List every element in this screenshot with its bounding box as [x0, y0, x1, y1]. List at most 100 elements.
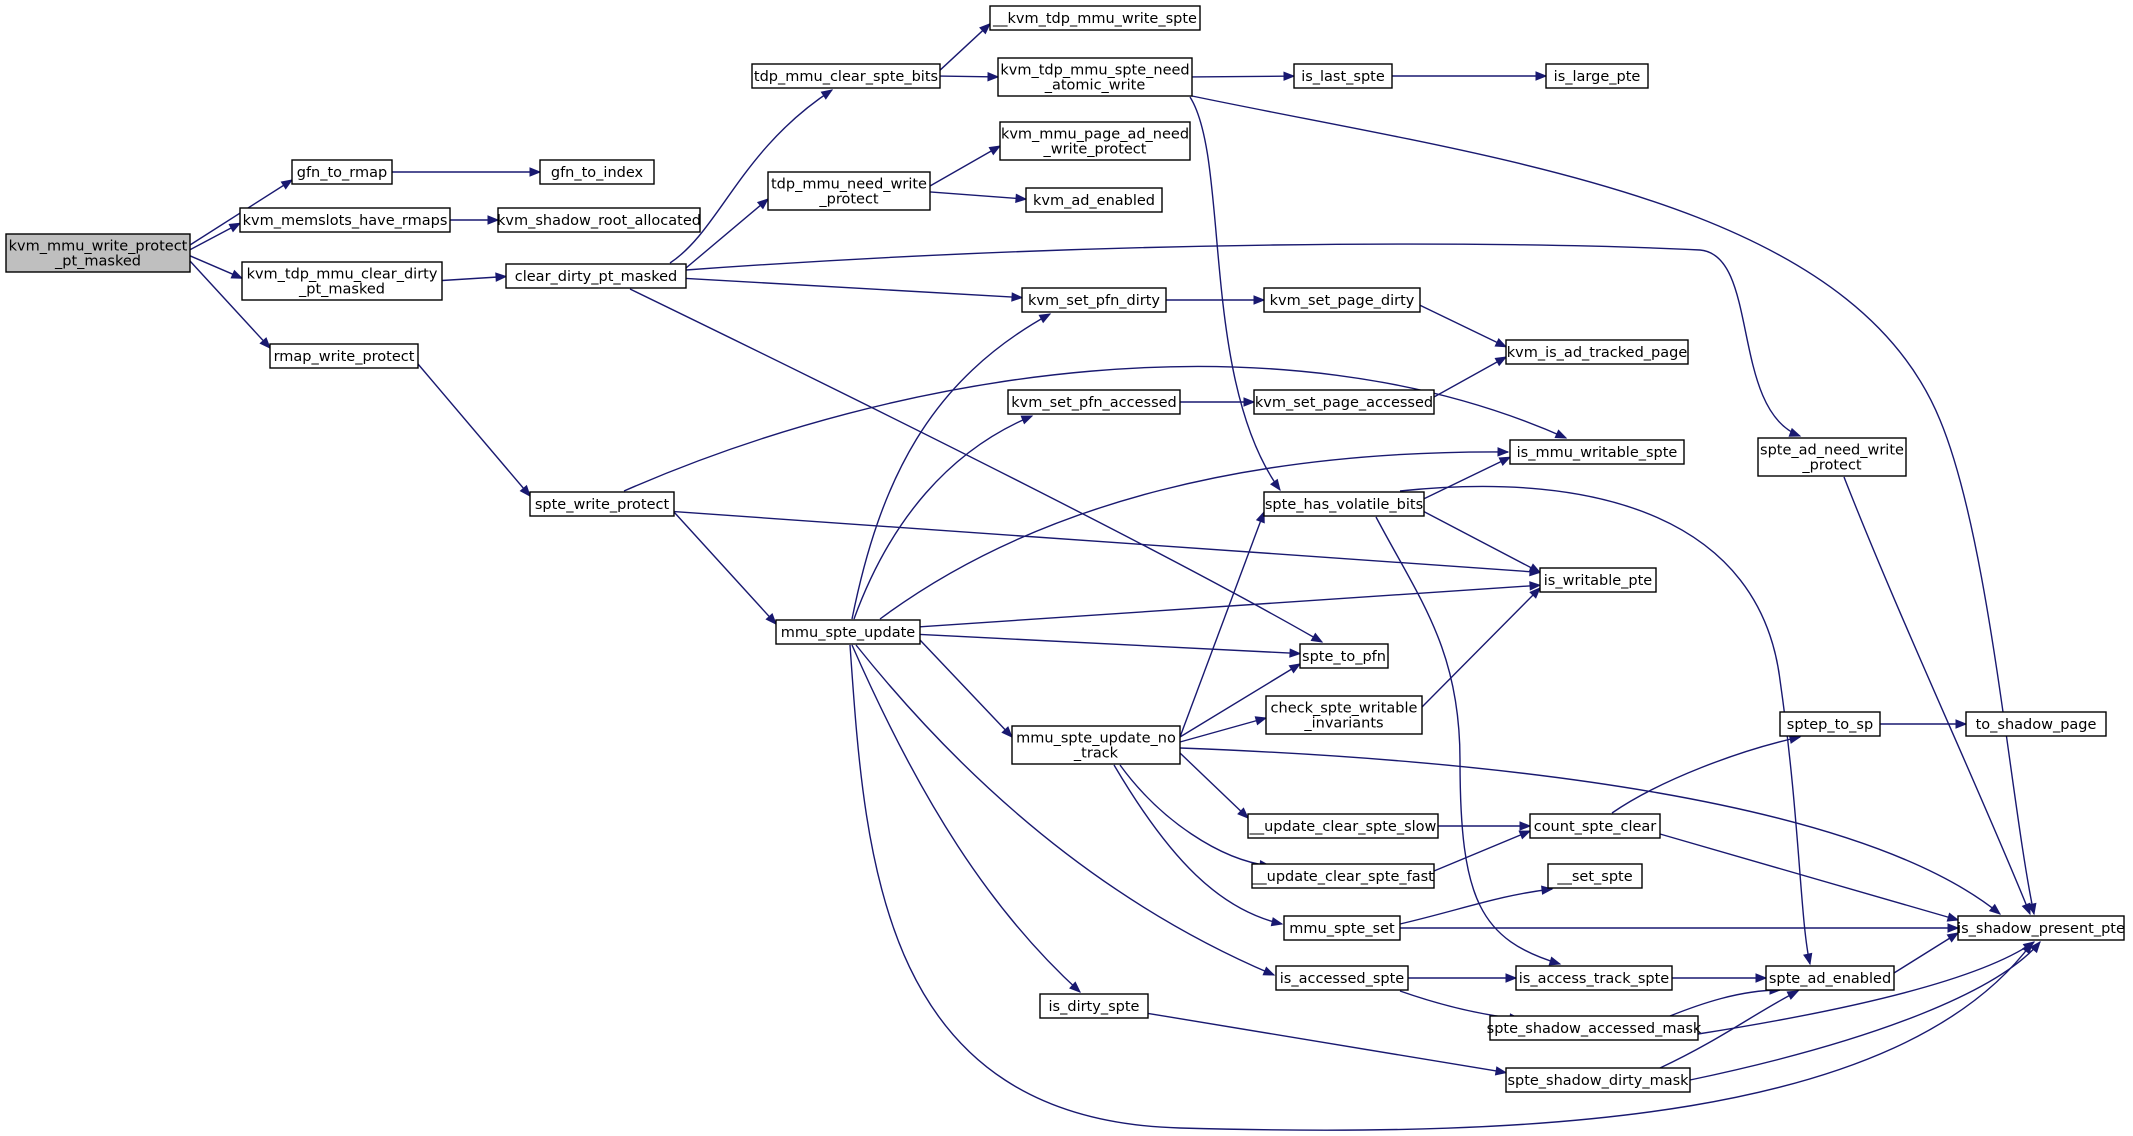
node-box[interactable] — [1251, 863, 1435, 889]
node-spte-ad-enabled[interactable]: spte_ad_enabled — [1765, 965, 1895, 991]
node-label: _write_protect — [1043, 142, 1147, 158]
node-box[interactable] — [1509, 439, 1685, 465]
node-is-writable-pte[interactable]: is_writable_pte — [1539, 567, 1657, 593]
node-box[interactable] — [1545, 63, 1649, 89]
node-is-last-spte[interactable]: is_last_spte — [1293, 63, 1393, 89]
node-box[interactable] — [1779, 711, 1881, 737]
edge-mmu_spte_update_no_track-to-spte_has_volatile_bits — [1179, 510, 1265, 738]
node-mmu-spte-update[interactable]: mmu_spte_update — [775, 619, 921, 645]
node-label: check_spte_writable — [1271, 701, 1418, 717]
node-kvm-set-page-accessed[interactable]: kvm_set_page_accessed — [1253, 389, 1435, 415]
node-is-accessed-spte[interactable]: is_accessed_spte — [1275, 965, 1409, 991]
node-tdp-mmu-need-write-protect[interactable]: tdp_mmu_need_write_protect — [767, 171, 931, 211]
node-box[interactable] — [1007, 389, 1181, 415]
node-box[interactable] — [767, 171, 931, 211]
node-box[interactable] — [1263, 491, 1425, 517]
node-is-mmu-writable-spte[interactable]: is_mmu_writable_spte — [1509, 439, 1685, 465]
node-kvm-set-pfn-accessed[interactable]: kvm_set_pfn_accessed — [1007, 389, 1181, 415]
node-box[interactable] — [1283, 915, 1401, 941]
node-box[interactable] — [1765, 965, 1895, 991]
arrowhead-icon — [1494, 337, 1508, 348]
edge-clear_dirty_pt_masked-to-spte_to_pfn — [629, 288, 1324, 643]
node-kvm-set-page-dirty[interactable]: kvm_set_page_dirty — [1263, 287, 1421, 313]
node-box[interactable] — [1011, 725, 1181, 765]
edge-clear_dirty_pt_masked-to-tdp_mmu_need_write_protect — [685, 198, 770, 269]
node-box[interactable] — [529, 491, 675, 517]
node-box[interactable] — [1547, 863, 1643, 889]
node-kvm-is-ad-tracked-page[interactable]: kvm_is_ad_tracked_page — [1505, 339, 1689, 365]
edge-kvm_set_pfn_accessed-to-kvm_set_page_accessed — [1180, 397, 1256, 407]
node-clear-dirty-pt-masked[interactable]: clear_dirty_pt_masked — [505, 263, 687, 289]
node-spte-to-pfn[interactable]: spte_to_pfn — [1299, 643, 1389, 669]
node-label: rmap_write_protect — [274, 349, 415, 365]
node-kvm-set-pfn-dirty[interactable]: kvm_set_pfn_dirty — [1021, 287, 1167, 313]
arrowhead-icon — [1262, 966, 1276, 976]
node-is-access-track-spte[interactable]: is_access_track_spte — [1515, 965, 1673, 991]
node---update-clear-spte-slow[interactable]: __update_clear_spte_slow — [1247, 813, 1439, 839]
node-is-large-pte[interactable]: is_large_pte — [1545, 63, 1649, 89]
node---set-spte[interactable]: __set_spte — [1547, 863, 1643, 889]
node-box[interactable] — [539, 159, 655, 185]
node-box[interactable] — [505, 263, 687, 289]
edge-sptep_to_sp-to-to_shadow_page — [1880, 719, 1968, 729]
node-box[interactable] — [1293, 63, 1393, 89]
node-box[interactable] — [1299, 643, 1389, 669]
node-box[interactable] — [1247, 813, 1439, 839]
node-box[interactable] — [1515, 965, 1673, 991]
node-to-shadow-page[interactable]: to_shadow_page — [1965, 711, 2107, 737]
node-box[interactable] — [1505, 1067, 1691, 1093]
node-gfn-to-index[interactable]: gfn_to_index — [539, 159, 655, 185]
node-box[interactable] — [5, 233, 191, 273]
node-tdp-mmu-clear-spte-bits[interactable]: tdp_mmu_clear_spte_bits — [751, 63, 941, 89]
node-label: kvm_set_page_dirty — [1270, 293, 1415, 309]
node-spte-write-protect[interactable]: spte_write_protect — [529, 491, 675, 517]
node-box[interactable] — [269, 343, 419, 369]
node-is-dirty-spte[interactable]: is_dirty_spte — [1039, 993, 1149, 1019]
node-kvm-tdp-mmu-clear-dirty-pt-masked[interactable]: kvm_tdp_mmu_clear_dirty_pt_masked — [241, 261, 443, 301]
node-box[interactable] — [775, 619, 921, 645]
node-spte-shadow-accessed-mask[interactable]: spte_shadow_accessed_mask — [1487, 1015, 1702, 1041]
node-box[interactable] — [1275, 965, 1409, 991]
node-box[interactable] — [1529, 813, 1661, 839]
node-rmap-write-protect[interactable]: rmap_write_protect — [269, 343, 419, 369]
node-sptep-to-sp[interactable]: sptep_to_sp — [1779, 711, 1881, 737]
node-kvm-mmu-page-ad-need-write-protect[interactable]: kvm_mmu_page_ad_need_write_protect — [999, 121, 1191, 161]
node-box[interactable] — [239, 207, 451, 233]
node-box[interactable] — [989, 5, 1201, 31]
node-box[interactable] — [497, 207, 701, 233]
node-root[interactable]: kvm_mmu_write_protect_pt_masked — [5, 233, 191, 273]
node-box[interactable] — [1965, 711, 2107, 737]
node-box[interactable] — [1957, 915, 2125, 941]
node-box[interactable] — [1021, 287, 1167, 313]
edge-line — [1433, 830, 1531, 872]
node-kvm-ad-enabled[interactable]: kvm_ad_enabled — [1025, 187, 1163, 213]
node-box[interactable] — [1025, 187, 1163, 213]
node-box[interactable] — [1253, 389, 1435, 415]
node-box[interactable] — [1539, 567, 1657, 593]
node-box[interactable] — [1489, 1015, 1699, 1041]
node-mmu-spte-set[interactable]: mmu_spte_set — [1283, 915, 1401, 941]
node-spte-ad-need-write-protect[interactable]: spte_ad_need_write_protect — [1757, 437, 1907, 477]
node-kvm-shadow-root-allocated[interactable]: kvm_shadow_root_allocated — [497, 207, 701, 233]
node-spte-shadow-dirty-mask[interactable]: spte_shadow_dirty_mask — [1505, 1067, 1691, 1093]
node-box[interactable] — [999, 121, 1191, 161]
node-box[interactable] — [751, 63, 941, 89]
node-box[interactable] — [291, 159, 393, 185]
node-kvm-memslots-have-rmaps[interactable]: kvm_memslots_have_rmaps — [239, 207, 451, 233]
node-gfn-to-rmap[interactable]: gfn_to_rmap — [291, 159, 393, 185]
node-kvm-tdp-mmu-spte-need-atomic-write[interactable]: kvm_tdp_mmu_spte_need_atomic_write — [997, 57, 1193, 97]
node-box[interactable] — [1505, 339, 1689, 365]
node---kvm-tdp-mmu-write-spte[interactable]: __kvm_tdp_mmu_write_spte — [989, 5, 1201, 31]
node-box[interactable] — [241, 261, 443, 301]
node-spte-has-volatile-bits[interactable]: spte_has_volatile_bits — [1263, 491, 1425, 517]
node-is-shadow-present-pte[interactable]: is_shadow_present_pte — [1957, 915, 2125, 941]
node-box[interactable] — [1263, 287, 1421, 313]
node---update-clear-spte-fast[interactable]: __update_clear_spte_fast — [1251, 863, 1435, 889]
node-box[interactable] — [1265, 695, 1423, 735]
node-box[interactable] — [1039, 993, 1149, 1019]
node-check-spte-writable-invariants[interactable]: check_spte_writable_invariants — [1265, 695, 1423, 735]
node-count-spte-clear[interactable]: count_spte_clear — [1529, 813, 1661, 839]
node-mmu-spte-update-no-track[interactable]: mmu_spte_update_no_track — [1011, 725, 1181, 765]
node-box[interactable] — [1757, 437, 1907, 477]
node-box[interactable] — [997, 57, 1193, 97]
